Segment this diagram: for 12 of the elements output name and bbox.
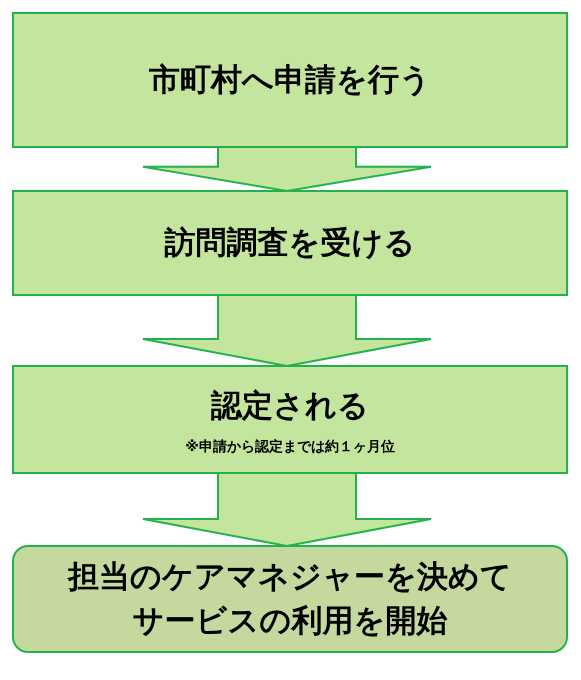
step-box bbox=[12, 365, 568, 474]
note-text: ※申請から認定までは約１ヶ月位 bbox=[185, 438, 395, 456]
step-text: 担当のケアマネジャーを決めてサービスの利用を開始 bbox=[66, 558, 513, 641]
down-arrow bbox=[142, 294, 432, 368]
step-box bbox=[12, 190, 568, 296]
step-box bbox=[12, 12, 568, 148]
down-arrow bbox=[142, 472, 432, 548]
down-arrow bbox=[142, 146, 432, 192]
step-text: 認定される bbox=[211, 386, 369, 426]
step-text: 訪問調査を受ける bbox=[164, 224, 416, 263]
result-box bbox=[12, 545, 568, 653]
step-text: 市町村へ申請を行う bbox=[149, 61, 431, 100]
